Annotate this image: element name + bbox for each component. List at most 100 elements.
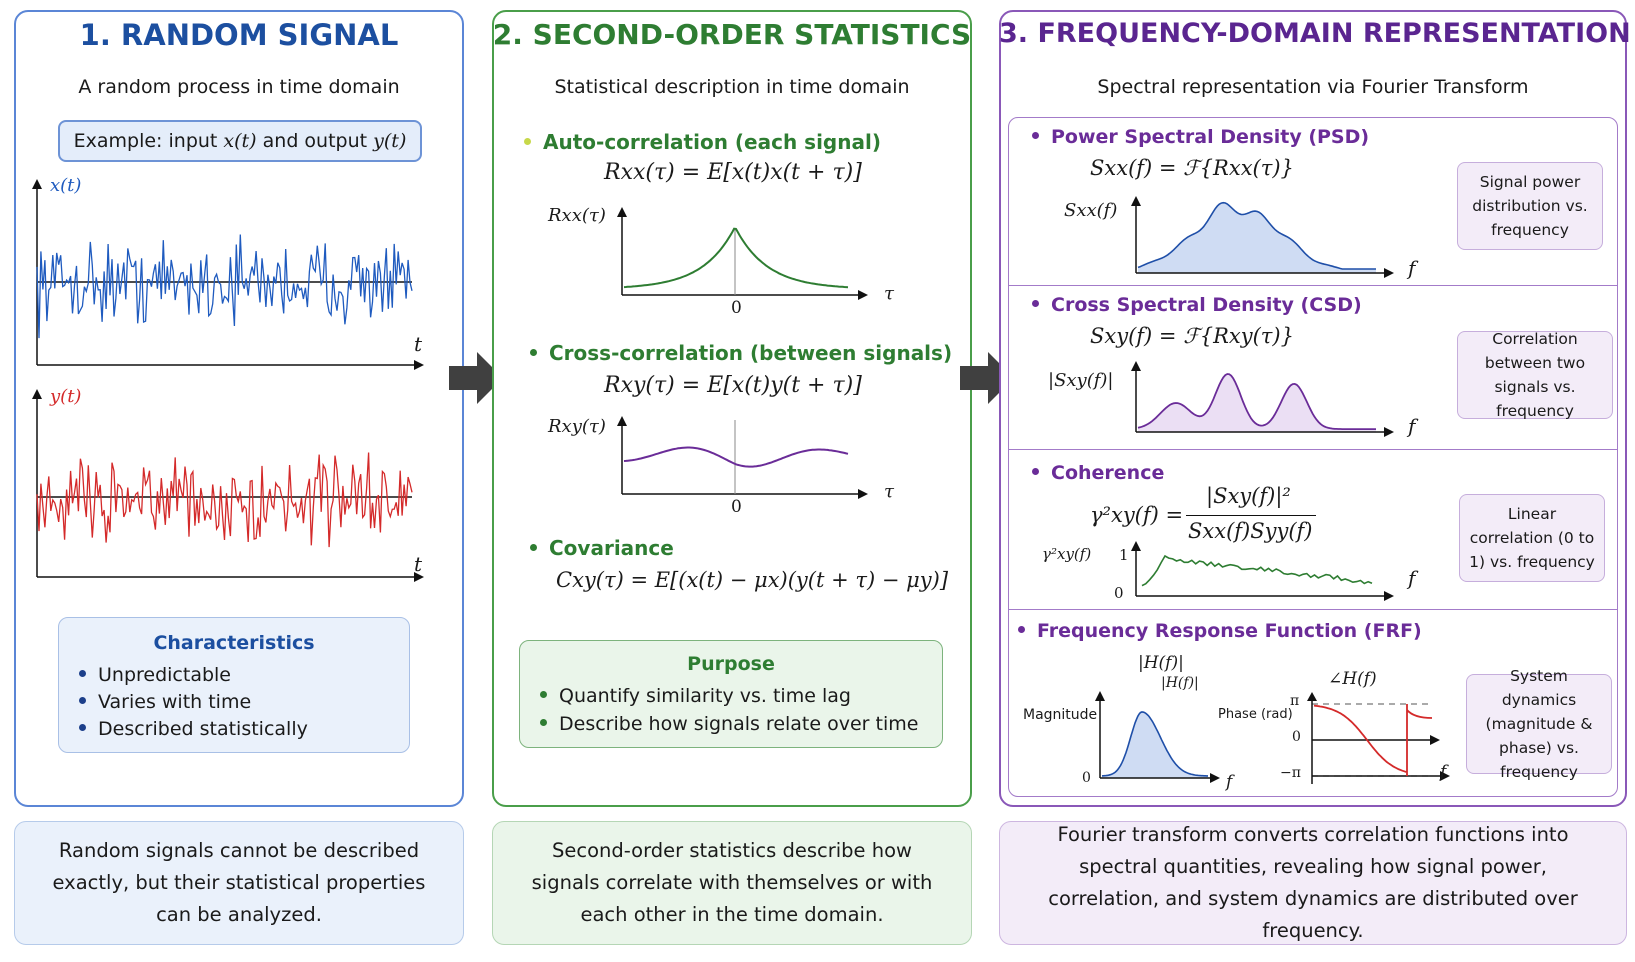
characteristic-text: Described statistically <box>98 718 308 740</box>
purpose-title: Purpose <box>687 653 775 675</box>
bullet-dot <box>540 719 547 726</box>
cross-ylabel: Rxy(τ) <box>548 416 606 437</box>
coherence-lhs: γ²xy(f) = <box>1090 503 1184 527</box>
bullet-dot <box>1032 132 1039 139</box>
auto-head-text: Auto-correlation (each signal) <box>543 130 881 154</box>
bullet-dot <box>1018 626 1025 633</box>
fraction-bar <box>1186 515 1316 516</box>
psd-formula: Sxx(f) = ℱ{Rxx(τ)} <box>1090 156 1294 180</box>
frf-mag-f-label: f <box>1226 772 1233 792</box>
psd-f-label: f <box>1408 256 1416 280</box>
example-x: x(t) <box>223 130 257 152</box>
cov-head-text: Covariance <box>549 536 674 560</box>
bullet-dot <box>1032 300 1039 307</box>
purpose-item: Describe how signals relate over time <box>540 713 918 735</box>
frf-zero-label: 0 <box>1292 729 1301 745</box>
frf-mag-label: Magnitude <box>1023 707 1098 723</box>
coh-head-text: Coherence <box>1051 462 1165 484</box>
characteristic-text: Varies with time <box>98 691 252 713</box>
cross-correlation-heading: Cross-correlation (between signals) <box>530 341 952 365</box>
coherence-denominator: Sxx(f)Syy(f) <box>1188 519 1313 543</box>
y-t-label: t <box>414 552 423 576</box>
example-mid: and output <box>256 130 374 152</box>
frf-mag-line <box>1101 711 1208 777</box>
auto-tau-label: τ <box>884 283 894 304</box>
csd-area <box>1138 374 1376 432</box>
coherence-note: Linear correlation (0 to 1) vs. frequenc… <box>1459 494 1605 582</box>
frf-mag-zero: 0 <box>1082 770 1091 786</box>
panel1-subtitle: A random process in time domain <box>78 76 400 98</box>
y-signal-plot <box>32 389 424 582</box>
bullet-dot <box>79 697 86 704</box>
frf-phase-plot <box>1307 692 1450 784</box>
frf-phase-line <box>1313 704 1433 776</box>
example-y: y(t) <box>373 130 407 152</box>
characteristic-item: Unpredictable <box>79 664 231 686</box>
cross-head-text: Cross-correlation (between signals) <box>549 341 953 365</box>
csd-plot <box>1131 361 1394 437</box>
bullet-dot <box>524 138 531 145</box>
frf-mpi-label: −π <box>1280 765 1301 781</box>
cross-correlation-formula: Rxy(τ) = E[x(t)y(t + τ)] <box>604 373 862 398</box>
example-prefix: Example: input <box>73 130 224 152</box>
panel1-title: 1. RANDOM SIGNAL <box>79 18 399 52</box>
characteristics-title: Characteristics <box>153 632 315 654</box>
panel3-title: 3. FREQUENCY-DOMAIN REPRESENTATION <box>999 18 1631 49</box>
bullet-dot <box>79 670 86 677</box>
frf-heading: Frequency Response Function (FRF) <box>1018 620 1422 642</box>
auto-correlation-plot <box>617 207 868 300</box>
coh-ylabel: γ²xy(f) <box>1042 545 1092 563</box>
summary-second-order: Second-order statistics describe how sig… <box>492 821 972 945</box>
characteristic-item: Varies with time <box>79 691 251 713</box>
y-signal-label: y(t) <box>50 386 82 407</box>
panel2-subtitle: Statistical description in time domain <box>554 76 910 98</box>
frf-phase-title: ∠H(f) <box>1328 669 1377 689</box>
characteristic-text: Unpredictable <box>98 664 231 686</box>
bullet-dot <box>79 724 86 731</box>
cross-tau-label: τ <box>884 481 894 502</box>
auto-correlation-heading: Auto-correlation (each signal) <box>524 130 881 154</box>
x-signal-line <box>36 234 413 339</box>
divider <box>1008 285 1618 286</box>
bullet-dot <box>530 544 537 551</box>
frf-magnitude-plot <box>1095 691 1220 783</box>
spectral-frame <box>1008 117 1618 797</box>
coh-zero-label: 0 <box>1114 584 1124 602</box>
frf-mag-title: |H(f)| <box>1138 653 1184 673</box>
auto-correlation-curve <box>623 227 849 289</box>
frf-phase-f-label: f <box>1440 762 1447 782</box>
coh-f-label: f <box>1408 566 1416 590</box>
psd-heading: Power Spectral Density (PSD) <box>1032 126 1369 148</box>
frf-note: System dynamics (magnitude & phase) vs. … <box>1466 667 1612 781</box>
y-signal-line <box>36 452 413 548</box>
x-signal-label: x(t) <box>50 175 82 196</box>
summary-random-signal: Random signals cannot be described exact… <box>14 821 464 945</box>
panel3-subtitle: Spectral representation via Fourier Tran… <box>1097 76 1529 98</box>
coherence-heading: Coherence <box>1032 462 1164 484</box>
frf-pi-label: π <box>1290 693 1300 709</box>
coherence-numerator: |Sxy(f)|² <box>1206 484 1291 508</box>
covariance-heading: Covariance <box>530 536 674 560</box>
auto-ylabel: Rxx(τ) <box>548 205 606 226</box>
bullet-dot <box>540 691 547 698</box>
purpose-item: Quantify similarity vs. time lag <box>540 685 851 707</box>
cross-zero-label: 0 <box>731 497 742 517</box>
csd-line <box>1137 373 1376 430</box>
divider <box>1008 449 1618 450</box>
coherence-plot <box>1131 541 1394 601</box>
coh-one-label: 1 <box>1119 546 1129 564</box>
purpose-box: Purpose Quantify similarity vs. time lag… <box>519 640 943 748</box>
frf-phase-label: Phase (rad) <box>1218 707 1293 722</box>
psd-plot <box>1131 196 1394 278</box>
frf-head-text: Frequency Response Function (FRF) <box>1037 620 1422 642</box>
csd-note: Correlation between two signals vs. freq… <box>1457 330 1613 420</box>
characteristic-item: Described statistically <box>79 718 308 740</box>
csd-heading: Cross Spectral Density (CSD) <box>1032 294 1362 316</box>
example-box: Example: input x(t) and output y(t) <box>58 120 422 162</box>
csd-ylabel: |Sxy(f)| <box>1048 370 1114 391</box>
bullet-dot <box>1032 468 1039 475</box>
purpose-text: Quantify similarity vs. time lag <box>559 685 851 707</box>
csd-formula: Sxy(f) = ℱ{Rxy(τ)} <box>1090 324 1294 348</box>
psd-head-text: Power Spectral Density (PSD) <box>1051 126 1370 148</box>
x-signal-plot <box>32 179 424 370</box>
